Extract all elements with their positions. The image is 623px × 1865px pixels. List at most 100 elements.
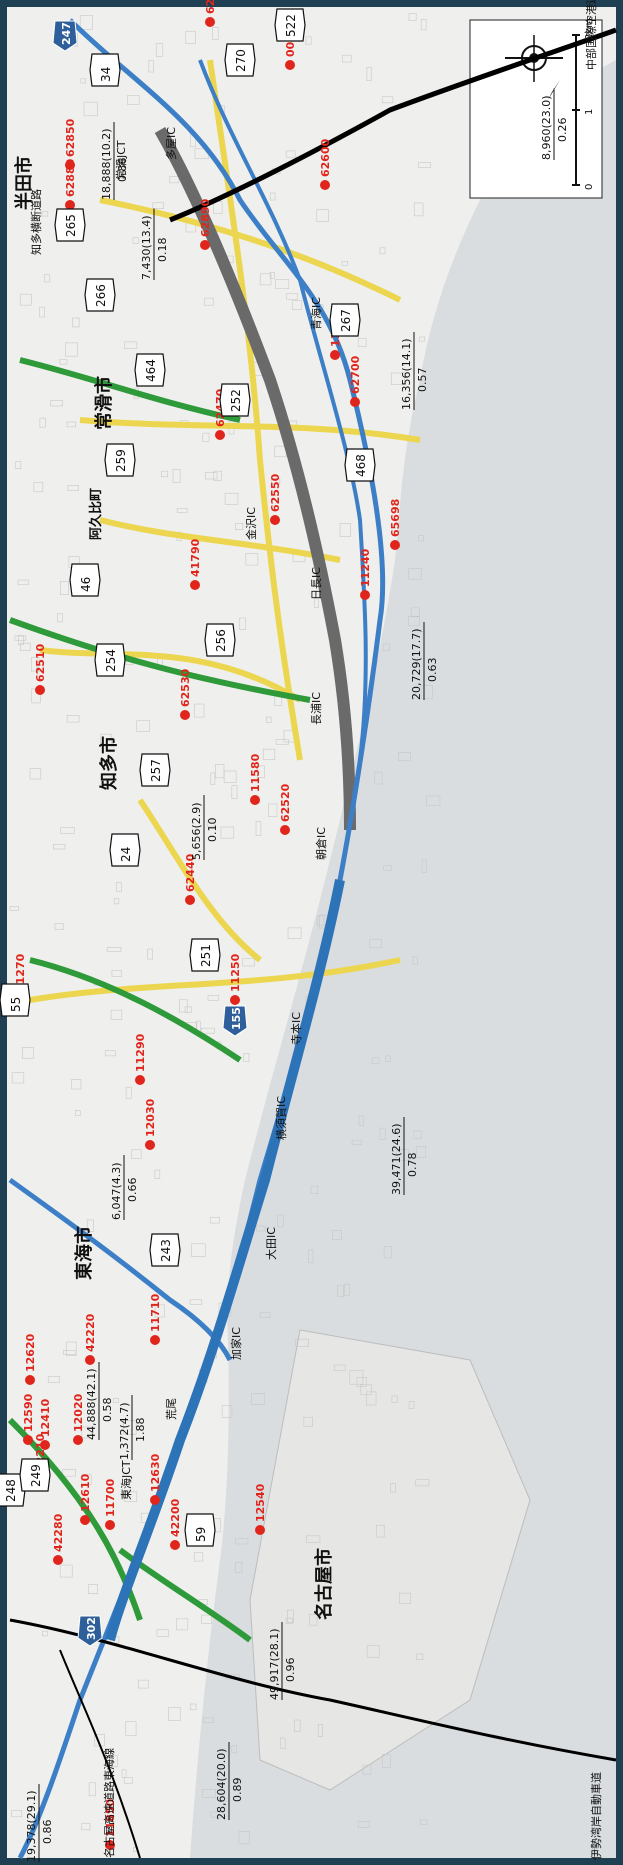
interchange-label: 日長IC [310,567,323,600]
volume-ratio: 0.89 [231,1778,244,1803]
route-shield-icon [219,383,251,417]
station-id-label: 12620 [24,1333,37,1372]
shield-number: 248 [4,1479,18,1502]
urban-block [39,306,45,318]
urban-block [124,1491,138,1502]
traffic-station-marker [65,160,75,170]
urban-block [79,15,93,30]
traffic-station-marker [40,1440,50,1450]
urban-block [421,859,427,873]
route-shield-icon [139,753,171,787]
urban-block [111,970,122,977]
green-road [19,357,241,423]
urban-block [66,421,76,428]
volume-primary: 5,656(2.9) [190,802,203,860]
urban-block [391,1395,398,1403]
urban-block [396,1149,409,1161]
urban-block [147,948,153,960]
station-layer: 6272000170628506288062600628901123062700… [14,0,402,1850]
urban-block [420,19,427,31]
urban-block [239,617,246,630]
road-name-label: 中部国際空港連絡道路 [584,0,598,70]
urban-block [113,898,120,905]
station-id-label: 62720 [204,0,217,14]
urban-block [381,96,394,104]
urban-block [231,785,238,799]
urban-block [418,162,431,168]
station-id-label: 11240 [359,548,372,587]
traffic-station-marker [285,60,295,70]
urban-block [202,432,210,442]
interchange-label: 横須賀IC [274,1096,288,1140]
traffic-station-marker [190,580,200,590]
urban-block [104,1050,116,1057]
urban-block [110,1009,123,1020]
green-road [8,617,311,703]
interchange-label: 青海IC [309,297,323,330]
scale-bar [572,34,580,186]
urban-block [176,508,188,513]
urban-block [291,300,303,310]
urban-block [349,1370,364,1385]
shield-number: 265 [64,214,78,237]
urban-block [207,995,220,1001]
interchange-label: 金沢IC [244,507,258,540]
volume-primary: 19,378(29.1) [25,1790,38,1862]
station-id-label: 62880 [64,158,77,197]
traffic-station-marker [85,1355,95,1365]
shield-number: 267 [339,309,353,332]
urban-block [385,1055,391,1062]
urban-block [243,1053,250,1062]
urban-block [398,1592,412,1604]
route-shield-icon [184,1513,216,1547]
urban-block [11,1810,23,1818]
station-id-label: 12410 [39,1398,52,1437]
urban-block [47,1376,60,1383]
green-road [7,1417,143,1621]
shield-number: 155 [230,1007,243,1030]
yellow-road [39,647,302,703]
land-area [7,7,616,1858]
urban-block [256,1225,266,1232]
urban-block [127,95,140,105]
traffic-station-marker [270,515,280,525]
station-id-label: 11710 [149,1293,162,1332]
station-id-label: 11270 [14,953,27,992]
volume-ratio: 0.18 [156,238,169,263]
route-shield-icon [0,983,31,1017]
urban-block [137,1679,149,1689]
urban-block [62,1469,76,1477]
urban-block [314,598,320,608]
urban-block [412,956,418,965]
urban-block [53,844,66,850]
urban-block [86,1219,94,1232]
volume-ratio: 0.86 [41,1820,54,1845]
urban-block [337,1284,344,1297]
traffic-station-marker [65,200,75,210]
urban-block [204,472,218,480]
traffic-station-marker [280,825,290,835]
urban-block [19,293,32,306]
urban-block [214,764,225,779]
urban-block [305,36,312,45]
traffic-station-marker [73,1435,83,1445]
traffic-station-marker [105,1840,115,1850]
place-label: 半田市 [13,156,35,210]
urban-block [9,906,19,911]
urban-block [110,1755,118,1768]
volume-ratio: 0.26 [556,118,569,143]
expressway [198,59,368,761]
station-id-label: 42220 [84,1313,97,1352]
road-name-label: 知多横断道路 [29,189,43,255]
urban-block [309,1614,318,1626]
urban-block [245,553,259,566]
traffic-station-marker [255,1525,265,1535]
route-shield-icon [204,623,236,657]
urban-block [351,1139,362,1146]
route-shield-icon [54,208,86,242]
station-id-label: 62520 [279,783,292,822]
route-shield-icon [89,53,121,87]
urban-block [231,1745,237,1754]
shield-number: 243 [159,1239,173,1262]
urban-block [420,1819,428,1825]
